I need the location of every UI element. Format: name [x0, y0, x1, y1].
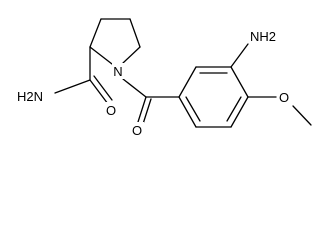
bond-benzene-6-1-inner — [185, 96, 201, 122]
bond-methoxy-o-ch3 — [292, 105, 312, 126]
pyrrolidine-ring — [89, 18, 141, 65]
benzene-ring — [178, 66, 249, 128]
amino-group-label: NH2 — [250, 29, 276, 44]
bond-benzene-3-4 — [230, 66, 249, 98]
benzoyl-carbonyl — [122, 78, 180, 125]
bond-n-carbonyl-c — [122, 78, 147, 98]
atom-labels: N H2N O O NH2 O — [17, 29, 291, 138]
bond-ring-n-c2 — [89, 46, 113, 65]
bond-carbonyl-c-o-2 — [142, 98, 152, 125]
bond-ring-amino — [230, 43, 249, 68]
chemical-structure-diagram: N H2N O O NH2 O — [17, 18, 312, 138]
amide-oxygen-label: O — [106, 103, 116, 118]
carboxamide-group — [54, 46, 113, 105]
bond-ring-c5-n — [122, 46, 141, 64]
bond-benzene-4-5-inner — [226, 96, 242, 122]
bond-benzene-1-2 — [178, 66, 197, 98]
bond-amide-c-o-1 — [89, 79, 109, 105]
bond-carbonyl-c-o-1 — [137, 96, 147, 123]
bond-ring-c2-c3 — [89, 18, 102, 48]
bond-benzene-4-5 — [230, 96, 249, 128]
bond-benzene-6-1 — [178, 96, 197, 128]
methoxy-oxygen-label: O — [279, 90, 289, 105]
bond-amide-c-n — [54, 79, 91, 94]
bond-ring-c4-c5 — [129, 18, 141, 48]
ring-nitrogen-label: N — [113, 64, 122, 79]
substituents — [230, 43, 312, 126]
carbonyl-oxygen-label: O — [132, 123, 142, 138]
bond-amide-c-o-2 — [93, 75, 113, 101]
amide-nitrogen-label: H2N — [17, 89, 43, 104]
